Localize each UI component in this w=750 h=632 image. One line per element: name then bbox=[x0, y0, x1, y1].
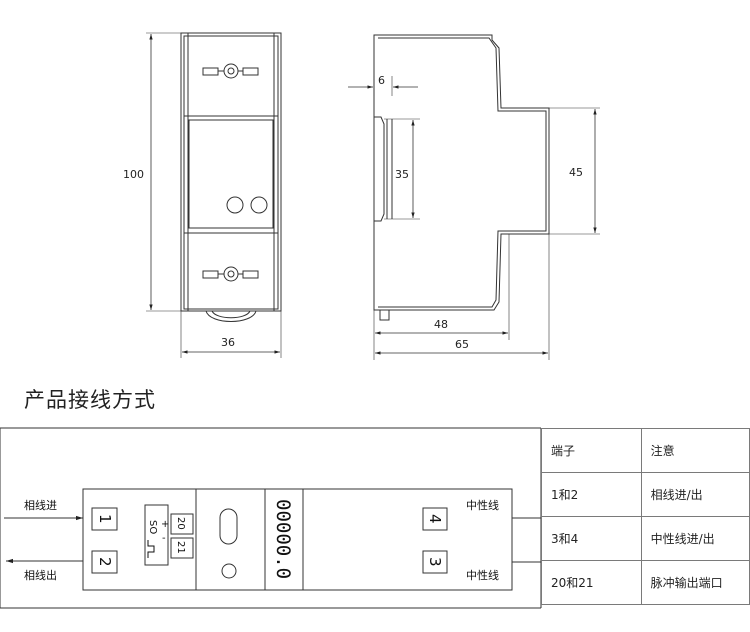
terminal-20-label: 20 bbox=[175, 517, 186, 530]
table-cell: 20和21 bbox=[541, 560, 642, 605]
dimension-45-label: 45 bbox=[569, 166, 583, 179]
neutral-top-label: 中性线 bbox=[466, 498, 499, 512]
phase-in-label: 相线进 bbox=[24, 498, 57, 512]
dimension-36-label: 36 bbox=[221, 336, 235, 349]
side-view bbox=[348, 34, 600, 360]
front-body-outline bbox=[180, 32, 282, 312]
side-bottom-tab bbox=[379, 309, 390, 321]
rail-clip bbox=[205, 310, 257, 322]
energy-display: 00000.0 bbox=[272, 499, 294, 579]
table-header-row: 端子 注意 bbox=[541, 428, 750, 473]
indicator-right-icon bbox=[250, 196, 268, 214]
table-cell: 相线进/出 bbox=[640, 472, 750, 517]
top-terminal-cover bbox=[183, 35, 279, 117]
meter-body bbox=[82, 488, 513, 591]
wiring-diagram bbox=[0, 427, 542, 609]
neutral-bottom-label: 中性线 bbox=[466, 568, 499, 582]
window-slot bbox=[219, 508, 238, 545]
terminal-4-box bbox=[422, 507, 448, 531]
bottom-screw-icon bbox=[223, 266, 239, 282]
table-cell: 1和2 bbox=[541, 472, 642, 517]
terminal-21-label: 21 bbox=[175, 541, 186, 554]
terminal-1-label: 1 bbox=[96, 514, 114, 524]
dimension-65-label: 65 bbox=[455, 338, 469, 351]
led-icon bbox=[221, 563, 237, 579]
terminal-4-label: 4 bbox=[426, 514, 444, 524]
terminal-2-box bbox=[91, 550, 118, 574]
table-cell: 脉冲输出端口 bbox=[640, 560, 750, 605]
table-header-note: 注意 bbox=[640, 428, 750, 473]
table-header-terminal: 端子 bbox=[541, 428, 642, 473]
terminal-1-box bbox=[91, 507, 118, 531]
indicator-left-icon bbox=[226, 196, 244, 214]
dimension-100-label: 100 bbox=[123, 168, 144, 181]
terminal-3-label: 3 bbox=[426, 557, 444, 567]
top-screw-icon bbox=[223, 63, 239, 79]
minus-label: - bbox=[162, 533, 166, 544]
table-cell: 中性线进/出 bbox=[640, 516, 750, 561]
middle-panel bbox=[183, 115, 279, 234]
display-window bbox=[188, 119, 274, 229]
table-row: 1和2 相线进/出 bbox=[541, 472, 750, 517]
plus-label: + bbox=[161, 519, 169, 530]
side-body-outline bbox=[373, 34, 550, 311]
table-row: 20和21 脉冲输出端口 bbox=[541, 560, 750, 605]
pulse-marking bbox=[144, 504, 169, 566]
terminal-2-label: 2 bbox=[96, 557, 114, 567]
phase-out-label: 相线出 bbox=[24, 568, 57, 582]
front-view bbox=[146, 32, 282, 358]
dimension-6-label: 6 bbox=[378, 74, 385, 87]
top-slot bbox=[202, 67, 219, 76]
terminal-table: 端子 注意 1和2 相线进/出 3和4 中性线进/出 20和21 脉冲输出端口 bbox=[541, 428, 750, 605]
section-title: 产品接线方式 bbox=[24, 388, 156, 412]
pulse-waveform-icon bbox=[147, 540, 155, 558]
pulse-label: SO bbox=[147, 520, 158, 534]
terminal-21-box bbox=[170, 537, 194, 559]
dimension-35-label: 35 bbox=[395, 168, 409, 181]
dimension-48-label: 48 bbox=[434, 318, 448, 331]
terminal-20-box bbox=[170, 513, 194, 535]
terminal-3-box bbox=[422, 550, 448, 574]
table-cell: 3和4 bbox=[541, 516, 642, 561]
table-row: 3和4 中性线进/出 bbox=[541, 516, 750, 561]
